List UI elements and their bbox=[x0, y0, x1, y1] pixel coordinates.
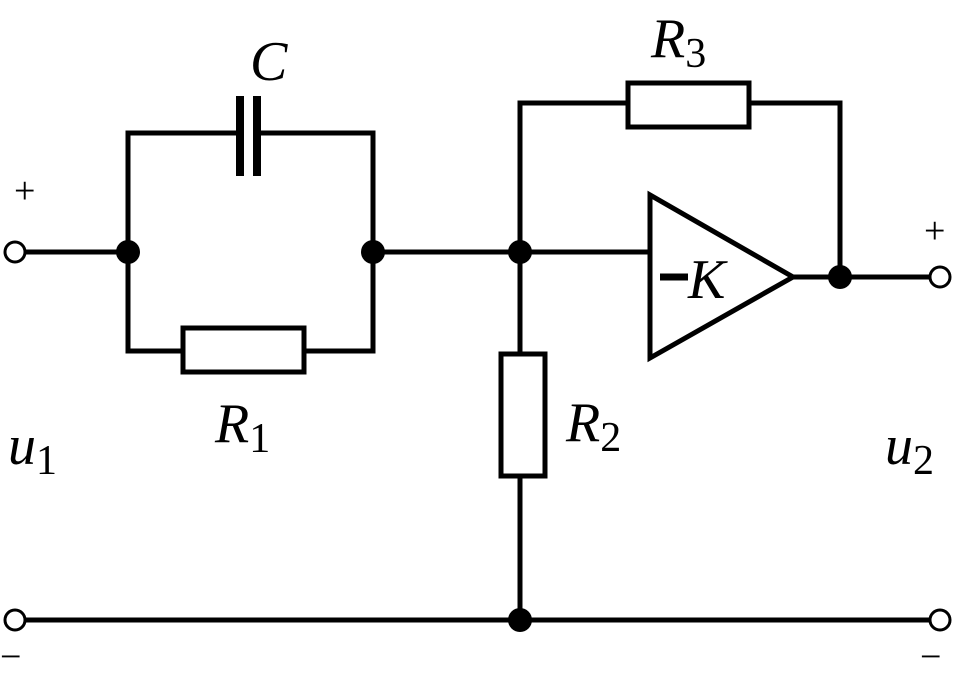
resistor-r3-label: R3 bbox=[651, 8, 707, 77]
input-plus-sign: + bbox=[14, 170, 36, 212]
resistor-r3 bbox=[625, 80, 752, 130]
resistor-r2 bbox=[498, 351, 548, 479]
feedback-wire-left bbox=[517, 100, 631, 255]
capacitor-label: C bbox=[250, 31, 288, 93]
amplifier-triangle bbox=[647, 190, 799, 363]
rc-top-branch-wire bbox=[125, 130, 239, 255]
resistor-r2-label: R2 bbox=[566, 392, 622, 461]
node-rc-right bbox=[361, 240, 385, 264]
feedback-wire-right bbox=[746, 100, 843, 280]
input-minus-sign: − bbox=[0, 636, 22, 678]
terminal-output-plus bbox=[928, 265, 952, 289]
rc-bottom-branch-wire-right bbox=[301, 249, 376, 354]
resistor-r1 bbox=[180, 325, 307, 375]
node-ground bbox=[508, 608, 532, 632]
rc-bottom-branch-wire bbox=[125, 249, 186, 354]
terminal-output-minus bbox=[928, 608, 952, 632]
rc-top-branch-wire-right bbox=[257, 130, 376, 255]
node-summing-junction bbox=[508, 240, 532, 264]
terminal-input-minus bbox=[3, 608, 27, 632]
node-rc-left bbox=[116, 240, 140, 264]
output-voltage-label: u2 bbox=[885, 415, 934, 484]
amplifier-gain-label: K bbox=[688, 249, 726, 311]
output-minus-sign: − bbox=[920, 636, 942, 678]
input-voltage-label: u1 bbox=[8, 415, 57, 484]
output-plus-sign: + bbox=[924, 210, 946, 252]
resistor-r1-label: R1 bbox=[215, 393, 271, 462]
terminal-input-plus bbox=[3, 240, 27, 264]
node-output bbox=[828, 265, 852, 289]
